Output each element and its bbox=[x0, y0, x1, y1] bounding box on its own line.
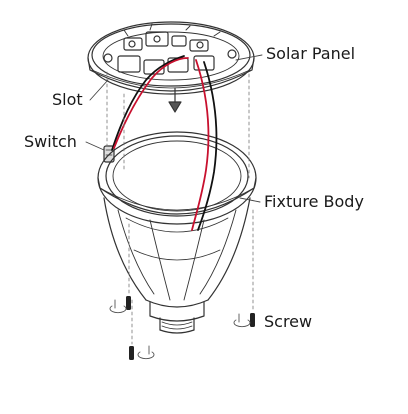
wiring bbox=[111, 55, 218, 231]
label-solar-panel: Solar Panel bbox=[266, 44, 356, 63]
label-slot: Slot bbox=[52, 90, 83, 109]
fixture-rim bbox=[97, 131, 257, 225]
rotation-arrow-icon bbox=[109, 299, 251, 360]
down-arrow-icon bbox=[168, 87, 182, 113]
solar-panel-cap bbox=[87, 21, 255, 95]
alignment-lines bbox=[106, 71, 254, 345]
label-screw: Screw bbox=[264, 312, 313, 331]
screw-icon bbox=[126, 296, 255, 360]
label-switch: Switch bbox=[24, 132, 77, 151]
leader-lines bbox=[85, 54, 263, 203]
label-fixture-body: Fixture Body bbox=[264, 192, 364, 211]
fixture-body bbox=[103, 197, 251, 334]
